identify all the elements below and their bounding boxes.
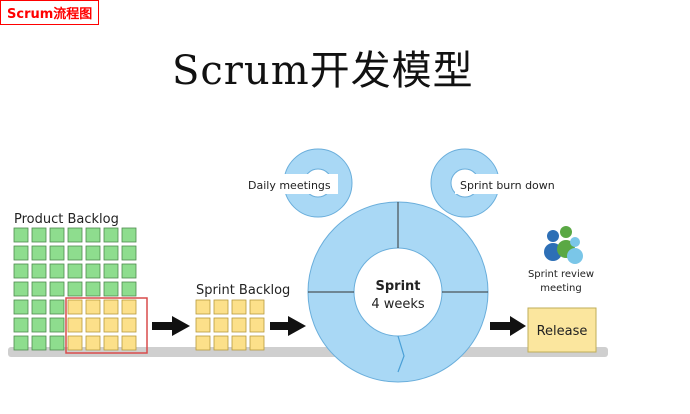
sprint-backlog-item bbox=[213, 335, 229, 351]
sprint-review-label: Sprint review bbox=[528, 269, 594, 280]
backlog-item bbox=[67, 281, 83, 297]
backlog-item bbox=[67, 245, 83, 261]
selected-backlog-item bbox=[85, 335, 101, 351]
backlog-item bbox=[31, 335, 47, 351]
backlog-item bbox=[49, 281, 65, 297]
backlog-item bbox=[13, 227, 29, 243]
backlog-item bbox=[121, 263, 137, 279]
arrow-right-icon bbox=[152, 316, 190, 336]
backlog-item bbox=[31, 299, 47, 315]
page-title: Scrum开发模型 bbox=[172, 48, 474, 94]
sprint-backlog-item bbox=[195, 299, 211, 315]
sprint-backlog-item bbox=[195, 317, 211, 333]
backlog-item bbox=[103, 227, 119, 243]
sprint-backlog-item bbox=[213, 317, 229, 333]
corner-tag: Scrum流程图 bbox=[0, 0, 100, 25]
sprint-backlog-item bbox=[231, 299, 247, 315]
sprint-burn-down-label: Sprint burn down bbox=[460, 179, 555, 192]
selected-backlog-item bbox=[85, 317, 101, 333]
sprint-label: Sprint bbox=[375, 279, 420, 294]
backlog-item bbox=[31, 263, 47, 279]
backlog-item bbox=[49, 263, 65, 279]
backlog-item bbox=[85, 281, 101, 297]
backlog-item bbox=[49, 317, 65, 333]
sprint-backlog-item bbox=[249, 335, 265, 351]
sprint-backlog-item bbox=[213, 299, 229, 315]
arrow-right-icon bbox=[490, 316, 526, 336]
backlog-item bbox=[85, 245, 101, 261]
backlog-item bbox=[13, 317, 29, 333]
selected-backlog-item bbox=[67, 299, 83, 315]
selected-backlog-item bbox=[121, 299, 137, 315]
sprint-backlog-item bbox=[231, 317, 247, 333]
sprint-backlog-item bbox=[195, 335, 211, 351]
release-box bbox=[527, 307, 597, 353]
backlog-item bbox=[13, 335, 29, 351]
selection-highlight bbox=[65, 297, 148, 354]
backlog-item bbox=[85, 227, 101, 243]
selected-backlog-item bbox=[67, 335, 83, 351]
backlog-item bbox=[13, 263, 29, 279]
release-label: Release bbox=[537, 324, 588, 339]
sprint-backlog-item bbox=[249, 299, 265, 315]
selected-backlog-item bbox=[67, 317, 83, 333]
backlog-item bbox=[49, 245, 65, 261]
product-backlog-label: Product Backlog bbox=[14, 212, 119, 227]
selected-backlog-item bbox=[121, 335, 137, 351]
sprint-backlog-item bbox=[249, 317, 265, 333]
sprint-duration-label: 4 weeks bbox=[371, 297, 425, 312]
backlog-item bbox=[121, 245, 137, 261]
backlog-item bbox=[31, 281, 47, 297]
backlog-item bbox=[121, 281, 137, 297]
team-icon bbox=[544, 226, 583, 264]
selected-backlog-item bbox=[103, 335, 119, 351]
backlog-item bbox=[13, 299, 29, 315]
backlog-item bbox=[121, 227, 137, 243]
sprint-review-label-2: meeting bbox=[540, 283, 581, 294]
backlog-item bbox=[49, 335, 65, 351]
backlog-item bbox=[31, 245, 47, 261]
backlog-item bbox=[49, 299, 65, 315]
daily-meetings-cycle bbox=[234, 148, 353, 218]
selected-backlog-item bbox=[103, 299, 119, 315]
sprint-cycle bbox=[307, 201, 489, 383]
backlog-item bbox=[85, 263, 101, 279]
selected-backlog-item bbox=[121, 317, 137, 333]
backlog-item bbox=[13, 281, 29, 297]
backlog-item bbox=[31, 227, 47, 243]
backlog-item bbox=[103, 245, 119, 261]
backlog-item bbox=[103, 281, 119, 297]
sprint-burn-down-cycle bbox=[430, 148, 563, 218]
backlog-item bbox=[103, 263, 119, 279]
selected-backlog-item bbox=[103, 317, 119, 333]
backlog-item bbox=[67, 227, 83, 243]
sprint-backlog-item bbox=[231, 335, 247, 351]
sprint-backlog-grid bbox=[195, 299, 265, 351]
backlog-item bbox=[49, 227, 65, 243]
selected-backlog-item bbox=[85, 299, 101, 315]
backlog-item bbox=[31, 317, 47, 333]
daily-meetings-label: Daily meetings bbox=[248, 179, 331, 192]
sprint-backlog-label: Sprint Backlog bbox=[196, 283, 290, 298]
backlog-item bbox=[13, 245, 29, 261]
product-backlog-grid bbox=[13, 227, 137, 351]
arrow-right-icon bbox=[270, 316, 306, 336]
backlog-item bbox=[67, 263, 83, 279]
